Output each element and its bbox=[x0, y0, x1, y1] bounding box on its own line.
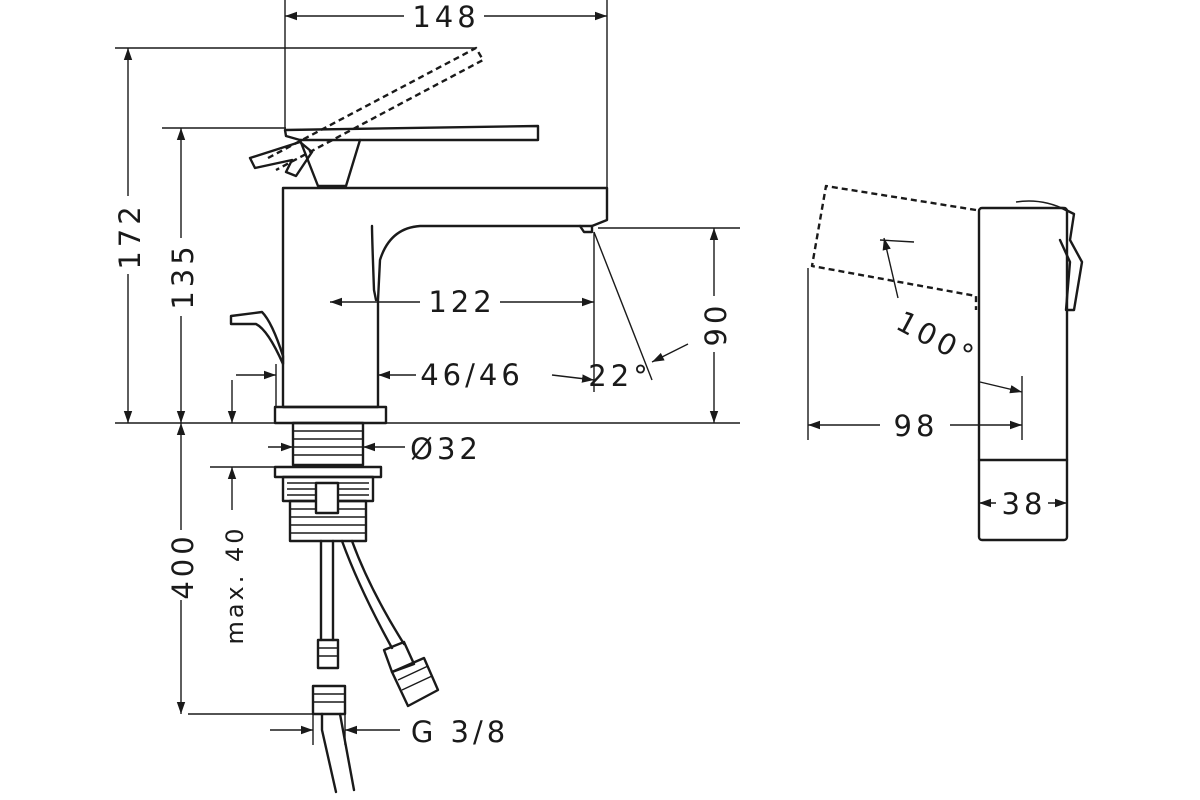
label-spout-reach: 122 bbox=[428, 285, 495, 319]
lever-raised-outline bbox=[267, 46, 485, 172]
label-thread: G 3/8 bbox=[411, 715, 509, 749]
spout-aerator bbox=[578, 224, 594, 234]
lever-handle bbox=[283, 124, 540, 142]
lever-knuckle bbox=[248, 140, 314, 178]
label-spout-height: 135 bbox=[166, 242, 200, 309]
dimension-labels: 148 172 135 122 90 46/46 22° Ø32 400 max… bbox=[112, 0, 1048, 749]
faucet-side-view bbox=[810, 184, 1084, 542]
label-hose-length: 400 bbox=[166, 532, 200, 599]
lever-rotated-outline bbox=[810, 184, 978, 310]
lever-pivot bbox=[298, 138, 362, 188]
label-spout-angle: 22° bbox=[588, 359, 651, 393]
side-body bbox=[977, 206, 1069, 542]
base-plate bbox=[273, 405, 388, 425]
label-waste-diameter: Ø32 bbox=[410, 432, 482, 466]
threaded-shank bbox=[273, 421, 383, 543]
dimension-lines bbox=[115, 0, 1067, 745]
label-base-offset: 46/46 bbox=[420, 358, 524, 392]
label-total-height: 172 bbox=[113, 202, 147, 269]
label-clearance: 90 bbox=[699, 302, 733, 347]
label-side-depth: 98 bbox=[894, 409, 939, 443]
label-side-width: 38 bbox=[1002, 487, 1047, 521]
faucet-front-view bbox=[229, 46, 609, 794]
drain-lever bbox=[229, 310, 285, 366]
label-overall-width: 148 bbox=[412, 0, 479, 34]
supply-hoses bbox=[311, 539, 440, 794]
spout-inner-curve bbox=[370, 224, 378, 302]
label-max-deck: max. 40 bbox=[221, 525, 249, 644]
label-lever-rotation: 100° bbox=[891, 304, 983, 374]
side-lever bbox=[1058, 206, 1084, 312]
